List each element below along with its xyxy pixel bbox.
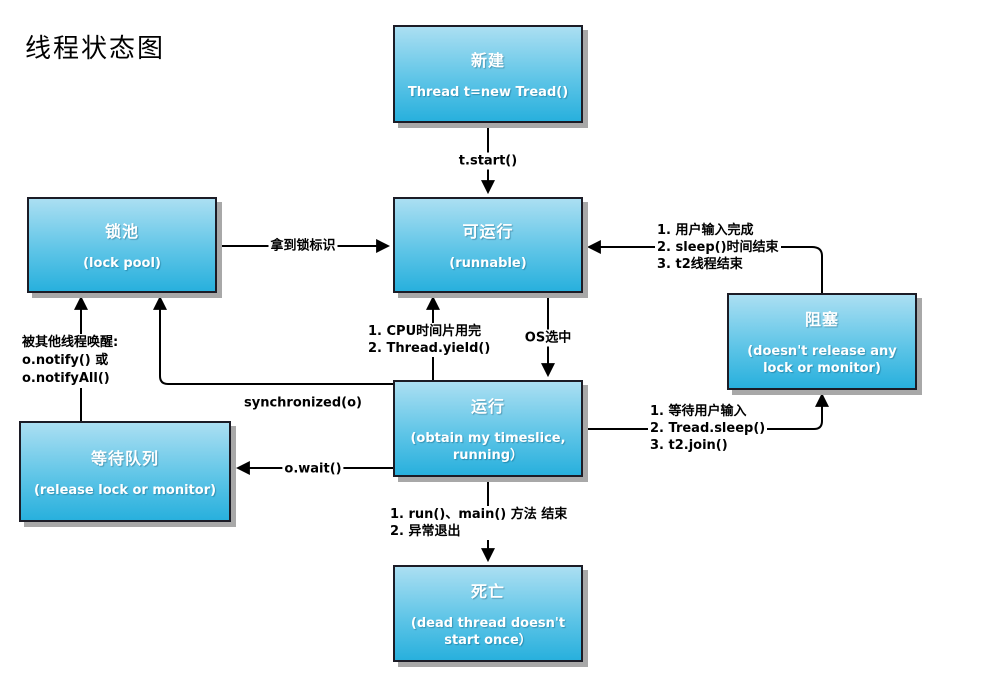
label-os-select: OS选中 xyxy=(522,329,574,347)
label-notify: 被其他线程唤醒: o.notify() 或 o.notifyAll() xyxy=(20,334,121,388)
state-box-lock-pool-subtitle: (lock pool) xyxy=(83,256,161,271)
label-line: o.notify() 或 xyxy=(22,353,109,368)
label-line: 1. 用户输入完成 xyxy=(657,223,754,238)
label-line: 2. Tread.sleep() xyxy=(650,421,766,436)
state-box-dead: 死亡 (dead thread doesn't start once） xyxy=(393,565,583,662)
label-t-start: t.start() xyxy=(456,152,520,170)
label-line: 3. t2线程结束 xyxy=(657,257,743,272)
page-title: 线程状态图 xyxy=(25,34,166,64)
label-yield: 1. CPU时间片用完 2. Thread.yield() xyxy=(366,323,493,357)
label-line: 1. CPU时间片用完 xyxy=(368,324,482,339)
state-box-running-title: 运行 xyxy=(470,397,505,416)
state-box-lock-pool-title: 锁池 xyxy=(104,222,139,241)
state-box-running: 运行 (obtain my timeslice, running） xyxy=(393,380,583,477)
label-line: 2. Thread.yield() xyxy=(368,341,491,356)
state-box-runnable-subtitle: (runnable) xyxy=(449,256,527,271)
state-box-blocked-subtitle: (doesn't release any lock or monitor) xyxy=(747,344,897,376)
state-box-blocked: 阻塞 (doesn't release any lock or monitor) xyxy=(727,293,917,390)
label-line: 1. run()、main() 方法 结束 xyxy=(390,507,568,522)
state-box-runnable-title: 可运行 xyxy=(462,222,514,241)
state-box-new-subtitle: Thread t=new Tread() xyxy=(407,85,569,100)
state-box-lock-pool: 锁池 (lock pool) xyxy=(27,197,217,293)
label-line: 被其他线程唤醒: xyxy=(22,335,119,350)
label-o-wait: o.wait() xyxy=(282,460,344,478)
label-to-dead: 1. run()、main() 方法 结束 2. 异常退出 xyxy=(388,506,570,540)
label-line: 2. sleep()时间结束 xyxy=(657,240,779,255)
state-box-running-subtitle: (obtain my timeslice, running） xyxy=(410,431,566,463)
arrow-blocked-to-runnable xyxy=(586,240,823,293)
label-line: 1. 等待用户输入 xyxy=(650,404,747,419)
label-running-to-blocked: 1. 等待用户输入 2. Tread.sleep() 3. t2.join() xyxy=(648,403,768,454)
state-box-new-title: 新建 xyxy=(470,51,505,70)
state-box-wait-queue: 等待队列 (release lock or monitor) xyxy=(19,421,231,522)
state-box-blocked-title: 阻塞 xyxy=(804,310,839,329)
state-box-wait-queue-subtitle: (release lock or monitor) xyxy=(33,482,217,498)
label-line: 2. 异常退出 xyxy=(390,524,461,539)
state-box-dead-subtitle: (dead thread doesn't start once） xyxy=(410,616,566,648)
label-get-lock: 拿到锁标识 xyxy=(268,237,338,255)
label-line: 3. t2.join() xyxy=(650,438,728,453)
state-box-new: 新建 Thread t=new Tread() xyxy=(393,25,583,123)
arrow-running-to-blocked xyxy=(583,392,829,430)
state-box-wait-queue-title: 等待队列 xyxy=(90,448,159,468)
arrow-running-to-lockpool-synchronized xyxy=(153,295,393,385)
state-box-dead-title: 死亡 xyxy=(470,582,505,601)
label-line: o.notifyAll() xyxy=(22,371,110,386)
state-box-runnable: 可运行 (runnable) xyxy=(393,197,583,293)
label-synchronized: synchronized(o) xyxy=(242,394,364,412)
label-blocked-to-runnable: 1. 用户输入完成 2. sleep()时间结束 3. t2线程结束 xyxy=(655,222,781,273)
